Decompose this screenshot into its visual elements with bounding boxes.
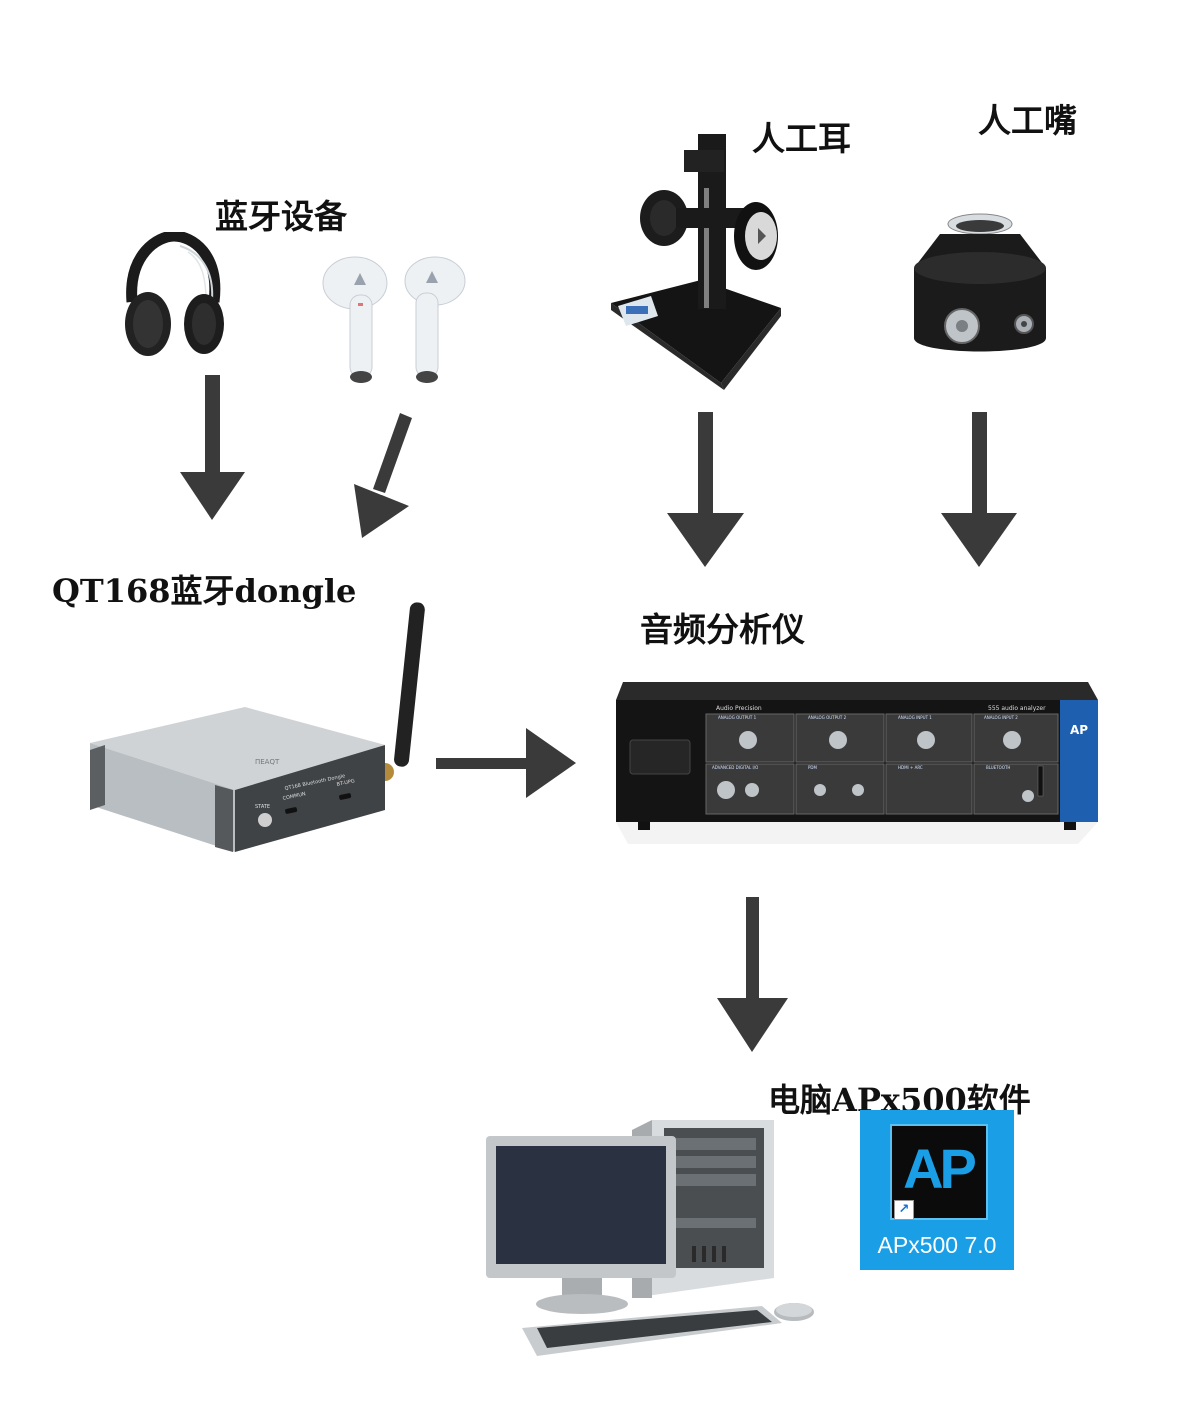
analyzer-module-grid	[705, 713, 1059, 815]
port-label-state: STATE	[255, 804, 270, 810]
shortcut-arrow-icon: ↗	[894, 1200, 914, 1220]
analyzer-brand: Audio Precision	[716, 705, 762, 712]
pc-keyboard	[522, 1306, 782, 1356]
module-pdm: PDM	[808, 765, 817, 770]
label-artificial-ear: 人工耳	[752, 119, 851, 158]
bluetooth-dongle-image: ПЕАQT QT168 Bluetooth Dongle STATE COMMU…	[85, 600, 450, 860]
arrow-mouth-to-analyzer	[941, 412, 1017, 567]
module-bluetooth: BLUETOOTH	[986, 765, 1010, 770]
arrow-earbuds-to-dongle	[354, 413, 412, 538]
headphones-image	[118, 232, 228, 357]
module-adv-digital: ADVANCED DIGITAL I/O	[712, 765, 758, 770]
module-hdmi: HDMI + ARC	[898, 765, 923, 770]
label-analyzer: 音频分析仪	[640, 610, 805, 649]
module-analog-out-2: ANALOG OUTPUT 2	[808, 715, 847, 720]
module-analog-in-2: ANALOG INPUT 2	[984, 715, 1018, 720]
arrow-analyzer-to-pc	[717, 897, 788, 1052]
computer-image	[482, 1118, 822, 1373]
audio-analyzer-image: AP Audio Precision 555 audio analyzer AN…	[608, 678, 1098, 856]
artificial-mouth-image	[910, 206, 1050, 364]
apx500-logo-text: AP	[903, 1137, 977, 1200]
earbud-right	[404, 256, 466, 383]
pc-mouse	[774, 1303, 814, 1321]
artificial-ear-image	[606, 128, 786, 390]
apx500-app-icon[interactable]: AP ↗ APx500 7.0	[860, 1110, 1014, 1270]
module-analog-in-1: ANALOG INPUT 1	[898, 715, 932, 720]
analyzer-connectors	[717, 731, 1034, 802]
arrow-dongle-to-analyzer	[436, 728, 576, 798]
arrow-headphones-to-dongle	[180, 375, 245, 520]
pc-monitor	[486, 1136, 676, 1314]
module-analog-out-1: ANALOG OUTPUT 1	[718, 715, 757, 720]
port-label-bt: BT-UPG	[336, 778, 355, 788]
dongle-brand: ПЕАQT	[255, 758, 280, 766]
label-bt-devices: 蓝牙设备	[215, 197, 347, 236]
earbud-left	[322, 256, 388, 383]
dongle-commun-port	[285, 807, 298, 814]
analyzer-model: 555 audio analyzer	[988, 705, 1046, 712]
earbuds-image	[320, 255, 470, 390]
dongle-state-button	[258, 813, 272, 827]
apx500-label: APx500 7.0	[877, 1232, 997, 1258]
dongle-bt-port	[339, 793, 352, 800]
arrow-ear-to-analyzer	[667, 412, 744, 567]
label-artificial-mouth: 人工嘴	[978, 101, 1077, 140]
label-dongle: QT168蓝牙dongle	[52, 572, 357, 610]
analyzer-logo: AP	[1070, 723, 1088, 737]
port-label-commun: COMMUN	[282, 791, 306, 802]
